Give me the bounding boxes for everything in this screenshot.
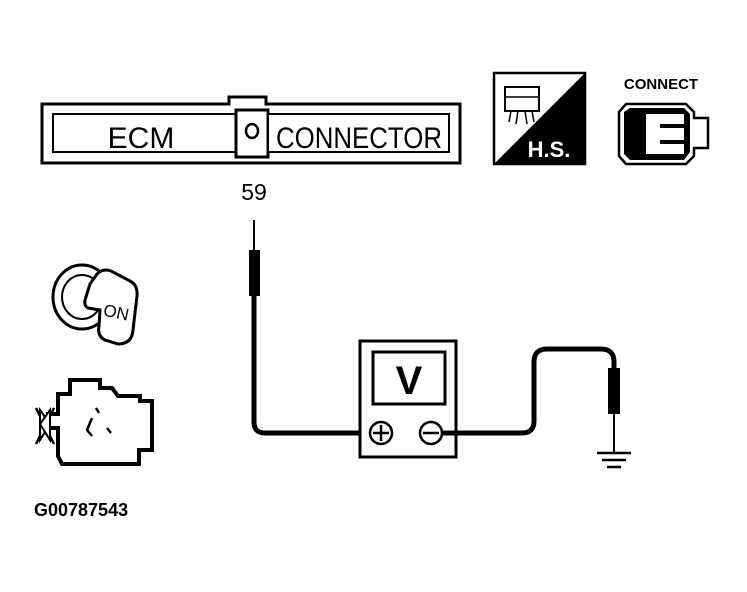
positive-probe (249, 220, 260, 296)
harness-side-label: H.S. (528, 137, 571, 162)
harness-connector-icon (504, 86, 540, 125)
voltmeter-label: V (396, 359, 423, 403)
positive-lead-wire (251, 296, 368, 436)
figure-id: G00787543 (34, 500, 128, 520)
pin-number-label: 59 (241, 179, 267, 205)
ignition-on-label: ON (102, 301, 131, 325)
connect-label: CONNECT (624, 76, 698, 93)
ecm-connector: ECM CONNECTOR (40, 95, 462, 165)
negative-lead-wire (442, 346, 617, 436)
ecm-label: ECM (108, 122, 175, 155)
connector-pin-icon (244, 122, 260, 140)
negative-terminal-icon (418, 420, 444, 446)
ground-icon (597, 451, 631, 469)
connector-label: CONNECTOR (276, 122, 442, 155)
positive-terminal-icon (368, 420, 394, 446)
engine-off-icon (34, 378, 154, 466)
connect-icon: CONNECT (617, 76, 710, 166)
negative-probe (608, 368, 620, 452)
harness-side-icon: H.S. (492, 71, 587, 166)
voltmeter: V (358, 339, 458, 459)
ignition-key-icon: ON (51, 263, 139, 346)
